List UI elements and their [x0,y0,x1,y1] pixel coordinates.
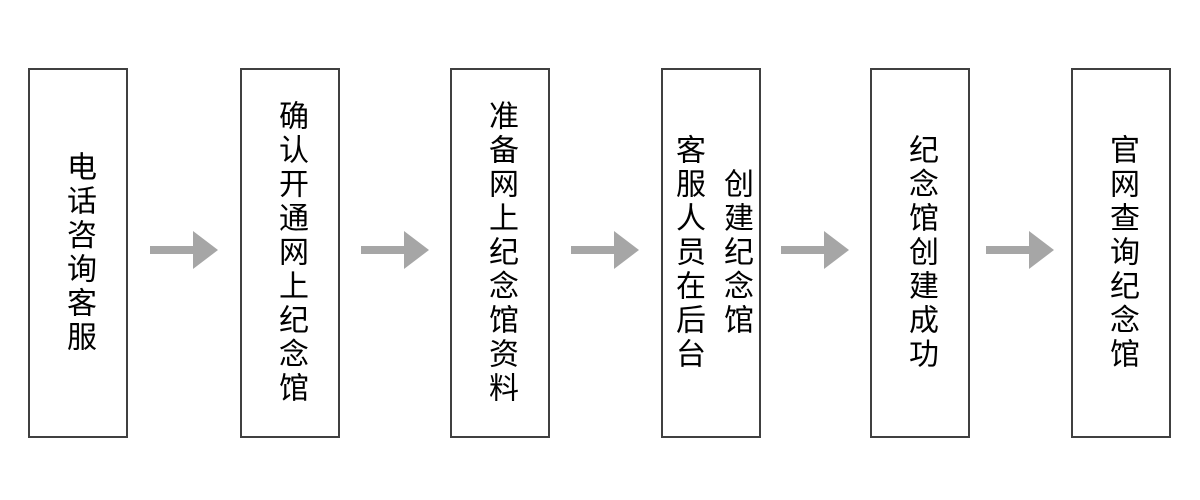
flow-step-1-label: 电话咨询客服 [62,151,95,355]
flow-step-3: 准备网上纪念馆资料 [450,68,550,438]
right-arrow-icon [986,231,1054,269]
flow-step-2: 确认开通网上纪念馆 [240,68,340,438]
flow-step-5: 纪念馆创建成功 [870,68,970,438]
flow-step-1: 电话咨询客服 [28,68,128,438]
flow-step-6: 官网查询纪念馆 [1071,68,1171,438]
right-arrow-icon [361,231,429,269]
right-arrow-icon [150,231,218,269]
flow-step-2-label: 确认开通网上纪念馆 [274,100,307,406]
flow-step-4-label: 客服人员在后台 创建纪念馆 [671,134,752,372]
right-arrow-icon [781,231,849,269]
flow-step-4: 客服人员在后台 创建纪念馆 [661,68,761,438]
right-arrow-icon [571,231,639,269]
flow-step-6-label: 官网查询纪念馆 [1105,134,1138,372]
flow-step-3-label: 准备网上纪念馆资料 [484,100,517,406]
flow-step-5-label: 纪念馆创建成功 [904,134,937,372]
